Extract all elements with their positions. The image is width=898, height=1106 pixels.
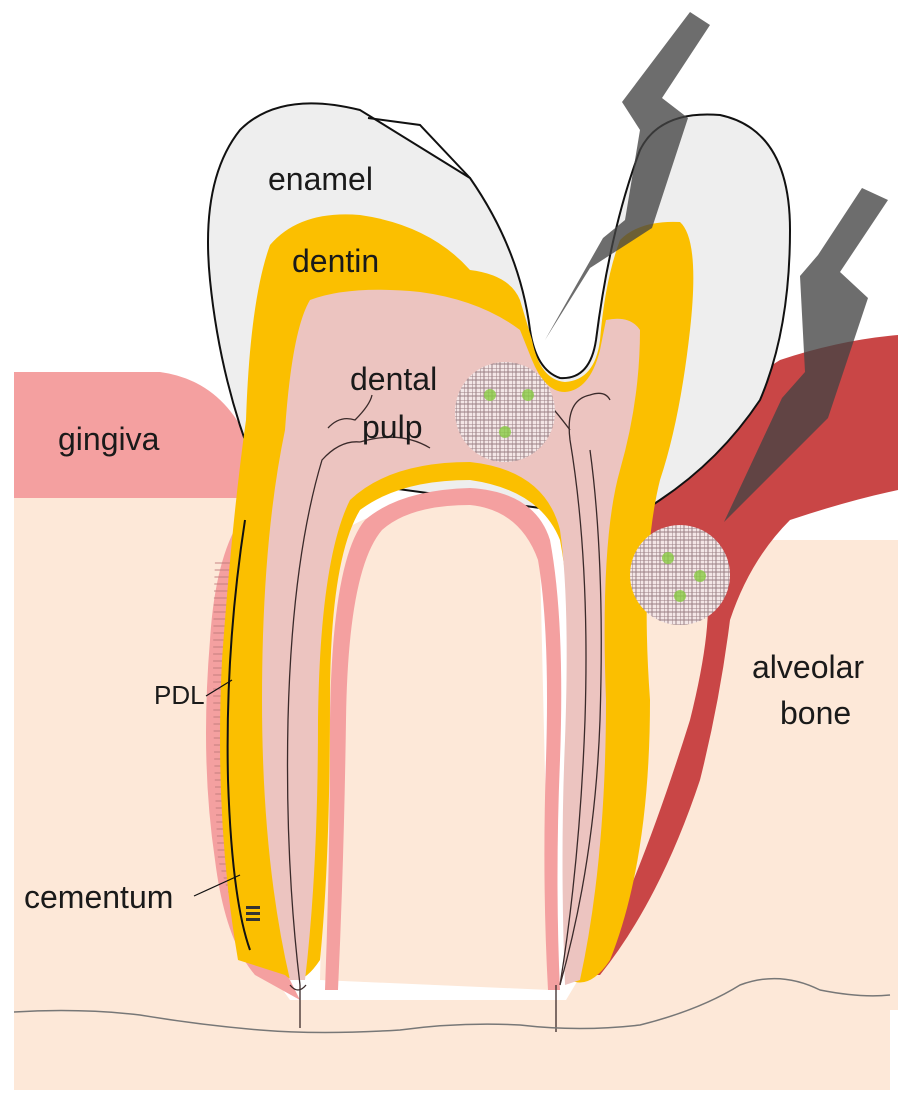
label-alveolar: alveolar [752, 649, 864, 685]
label-bone: bone [780, 695, 851, 731]
label-dentin: dentin [292, 243, 379, 279]
label-gingiva: gingiva [58, 421, 160, 457]
cementum-marks [246, 906, 260, 921]
label-dental: dental [350, 361, 437, 397]
label-pulp: pulp [362, 409, 423, 445]
label-enamel: enamel [268, 161, 373, 197]
label-pdl: PDL [154, 680, 205, 710]
bottom-band [14, 1000, 890, 1090]
scaffold-circle-pulp [455, 362, 555, 462]
label-cementum: cementum [24, 879, 173, 915]
scaffold-circle-bone [630, 525, 730, 625]
